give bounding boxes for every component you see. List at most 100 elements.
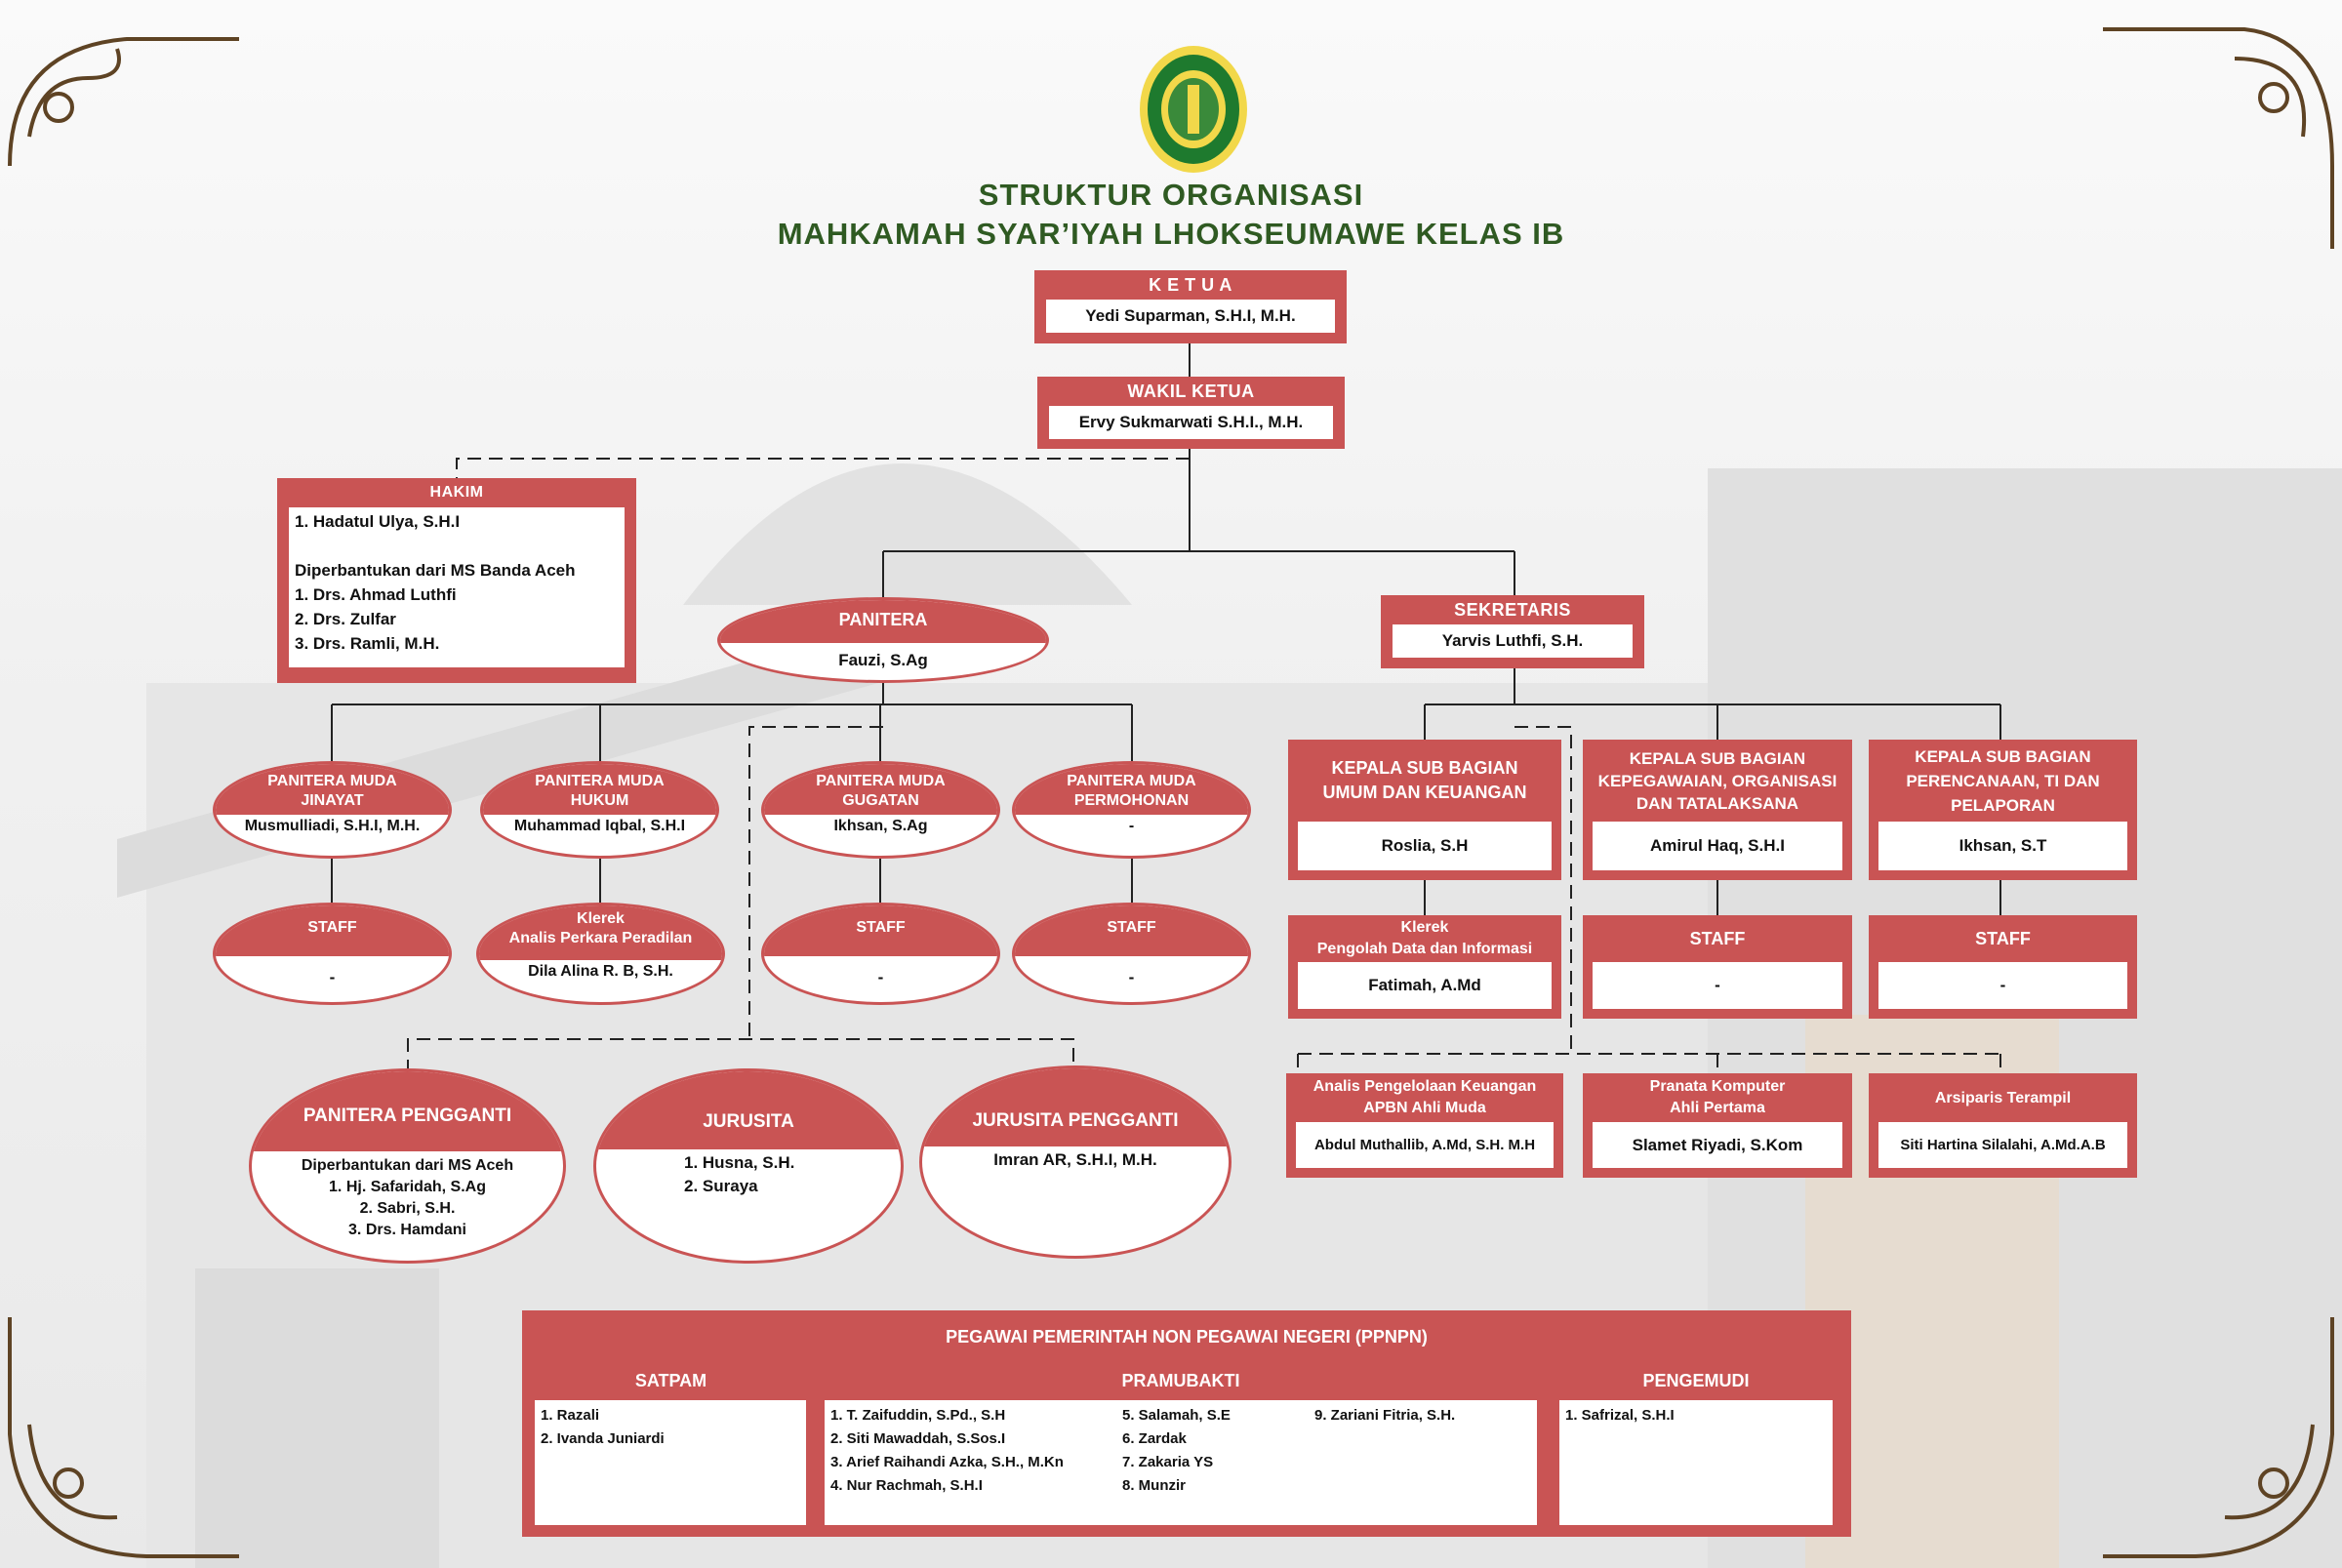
hakim-line bbox=[295, 534, 619, 558]
ornament-icon bbox=[8, 37, 239, 167]
lower-line: Imran AR, S.H.I, M.H. bbox=[993, 1150, 1157, 1169]
lower-list: Imran AR, S.H.I, M.H. bbox=[922, 1146, 1229, 1172]
list-item: 8. Munzir bbox=[1122, 1477, 1187, 1494]
list-item: 1. T. Zaifuddin, S.Pd., S.H bbox=[830, 1407, 1006, 1424]
wakil-ketua-title: WAKIL KETUA bbox=[1127, 382, 1255, 401]
hakim-list: 1. Hadatul Ulya, S.H.I Diperbantukan dar… bbox=[289, 507, 625, 667]
panitera-muda-jinayat-node: PANITERA MUDA JINAYAT Musmulliadi, S.H.I… bbox=[213, 761, 452, 859]
ketua-title: K E T U A bbox=[1149, 275, 1232, 295]
pranata-komputer-box: Pranata Komputer Ahli Pertama Slamet Riy… bbox=[1583, 1073, 1852, 1178]
pengemudi-list: 1. Safrizal, S.H.I bbox=[1559, 1400, 1833, 1525]
hakim-box: HAKIM 1. Hadatul Ulya, S.H.I Diperbantuk… bbox=[277, 478, 636, 683]
sekretaris-title: SEKRETARIS bbox=[1454, 600, 1571, 620]
panitera-muda-hukum-node: PANITERA MUDA HUKUM Muhammad Iqbal, S.H.… bbox=[480, 761, 719, 859]
kasub-name: Ikhsan, S.T bbox=[1878, 822, 2127, 870]
lower-line: 2. Sabri, S.H. bbox=[359, 1200, 456, 1217]
list-item: 4. Nur Rachmah, S.H.I bbox=[830, 1477, 983, 1494]
ppnpn-title: PEGAWAI PEMERINTAH NON PEGAWAI NEGERI (P… bbox=[946, 1327, 1428, 1347]
lower-list: Diperbantukan dari MS Aceh 1. Hj. Safari… bbox=[252, 1151, 563, 1241]
list-item: 6. Zardak bbox=[1122, 1430, 1187, 1447]
kasub-name: Amirul Haq, S.H.I bbox=[1593, 822, 1842, 870]
kasub-title: KEPALA SUB BAGIAN PERENCANAAN, TI DAN PE… bbox=[1906, 746, 2100, 815]
list-item: 5. Salamah, S.E bbox=[1122, 1407, 1231, 1424]
satpam-label: SATPAM bbox=[634, 1371, 707, 1390]
analis-keuangan-box: Analis Pengelolaan Keuangan APBN Ahli Mu… bbox=[1286, 1073, 1563, 1178]
fungsional-name: Siti Hartina Silalahi, A.Md.A.B bbox=[1878, 1122, 2127, 1168]
panitera-muda-permohonan-node: PANITERA MUDA PERMOHONAN - bbox=[1012, 761, 1251, 859]
pramubakti-list: 1. T. Zaifuddin, S.Pd., S.H 2. Siti Mawa… bbox=[825, 1400, 1537, 1525]
ornament-icon bbox=[8, 1317, 239, 1558]
lower-line: 3. Drs. Hamdani bbox=[348, 1222, 466, 1238]
staff-kepegawaian-box: STAFF - bbox=[1583, 915, 1852, 1019]
kasub-kepegawaian-box: KEPALA SUB BAGIAN KEPEGAWAIAN, ORGANISAS… bbox=[1583, 740, 1852, 880]
fungsional-title: Pranata Komputer Ahli Pertama bbox=[1649, 1078, 1786, 1116]
sekretaris-name: Yarvis Luthfi, S.H. bbox=[1393, 624, 1633, 658]
lower-line: Diperbantukan dari MS Aceh bbox=[301, 1157, 514, 1174]
page-subtitle: MAHKAMAH SYAR’IYAH LHOKSEUMAWE KELAS IB bbox=[777, 217, 1565, 251]
fungsional-name: Abdul Muthallib, A.Md, S.H. M.H bbox=[1296, 1122, 1554, 1168]
kasub-perencanaan-box: KEPALA SUB BAGIAN PERENCANAAN, TI DAN PE… bbox=[1869, 740, 2137, 880]
kasub-name: Roslia, S.H bbox=[1298, 822, 1552, 870]
staff-name: - bbox=[1128, 968, 1135, 986]
klerek-analis-node: Klerek Analis Perkara Peradilan Dila Ali… bbox=[476, 903, 725, 1005]
list-item: 9. Zariani Fitria, S.H. bbox=[1314, 1407, 1456, 1424]
list-item: 3. Arief Raihandi Azka, S.H., M.Kn bbox=[830, 1454, 1064, 1470]
arsiparis-box: Arsiparis Terampil Siti Hartina Silalahi… bbox=[1869, 1073, 2137, 1178]
fungsional-name: Slamet Riyadi, S.Kom bbox=[1593, 1122, 1842, 1168]
staff-perencanaan-box: STAFF - bbox=[1869, 915, 2137, 1019]
lower-line: 1. Husna, S.H. bbox=[684, 1153, 795, 1172]
fungsional-title: Arsiparis Terampil bbox=[1934, 1089, 2072, 1106]
lower-list: 1. Husna, S.H. 2. Suraya bbox=[596, 1149, 901, 1198]
kasub-staff-title: STAFF bbox=[1975, 928, 2031, 948]
satpam-list: 1. Razali 2. Ivanda Juniardi bbox=[535, 1400, 806, 1525]
panitera-pengganti-node: PANITERA PENGGANTI Diperbantukan dari MS… bbox=[249, 1068, 566, 1264]
sekretaris-box: SEKRETARIS Yarvis Luthfi, S.H. bbox=[1381, 595, 1644, 668]
list-item: 1. Razali bbox=[541, 1407, 600, 1424]
page-title: STRUKTUR ORGANISASI bbox=[978, 178, 1364, 212]
staff-name: - bbox=[329, 968, 336, 986]
list-item: 7. Zakaria YS bbox=[1122, 1454, 1214, 1470]
hakim-line: 1. Hadatul Ulya, S.H.I bbox=[295, 512, 461, 531]
ketua-box: K E T U A Yedi Suparman, S.H.I, M.H. bbox=[1034, 270, 1347, 343]
wakil-ketua-box: WAKIL KETUA Ervy Sukmarwati S.H.I., M.H. bbox=[1037, 377, 1345, 449]
panitera-node: PANITERA Fauzi, S.Ag bbox=[717, 597, 1049, 683]
list-item: 1. Safrizal, S.H.I bbox=[1565, 1407, 1675, 1424]
lower-line: 1. Hj. Safaridah, S.Ag bbox=[329, 1179, 486, 1195]
pengemudi-label: PENGEMUDI bbox=[1642, 1371, 1750, 1390]
klerek-pengolah-box: Klerek Pengolah Data dan Informasi Fatim… bbox=[1288, 915, 1561, 1019]
court-emblem-icon bbox=[1140, 46, 1247, 173]
hakim-line: 3. Drs. Ramli, M.H. bbox=[295, 634, 440, 653]
kasub-title: KEPALA SUB BAGIAN UMUM DAN KEUANGAN bbox=[1322, 758, 1527, 802]
hakim-title: HAKIM bbox=[429, 484, 484, 501]
kasub-title: KEPALA SUB BAGIAN KEPEGAWAIAN, ORGANISAS… bbox=[1597, 748, 1837, 813]
staff-name: Dila Alina R. B, S.H. bbox=[528, 963, 673, 980]
pm-name: Ikhsan, S.Ag bbox=[833, 818, 928, 834]
staff-permohonan-node: STAFF - bbox=[1012, 903, 1251, 1005]
kasub-staff-name: - bbox=[1878, 962, 2127, 1009]
kasub-staff-name: - bbox=[1593, 962, 1842, 1009]
pm-name: Muhammad Iqbal, S.H.I bbox=[513, 818, 686, 834]
list-item: 2. Ivanda Juniardi bbox=[541, 1430, 665, 1447]
hakim-line: Diperbantukan dari MS Banda Aceh bbox=[295, 561, 576, 580]
fungsional-title: Analis Pengelolaan Keuangan APBN Ahli Mu… bbox=[1312, 1078, 1537, 1116]
staff-name: - bbox=[877, 968, 884, 986]
ornament-icon bbox=[2103, 1317, 2334, 1558]
hakim-line: 1. Drs. Ahmad Luthfi bbox=[295, 585, 457, 604]
jurusita-node: JURUSITA 1. Husna, S.H. 2. Suraya bbox=[593, 1068, 904, 1264]
list-item: 2. Siti Mawaddah, S.Sos.I bbox=[830, 1430, 1006, 1447]
ketua-name: Yedi Suparman, S.H.I, M.H. bbox=[1046, 300, 1335, 333]
pramubakti-label: PRAMUBAKTI bbox=[1121, 1371, 1240, 1390]
hakim-line: 2. Drs. Zulfar bbox=[295, 610, 396, 628]
kasub-staff-name: Fatimah, A.Md bbox=[1298, 962, 1552, 1009]
panitera-muda-gugatan-node: PANITERA MUDA GUGATAN Ikhsan, S.Ag bbox=[761, 761, 1000, 859]
staff-gugatan-node: STAFF - bbox=[761, 903, 1000, 1005]
wakil-ketua-name: Ervy Sukmarwati S.H.I., M.H. bbox=[1049, 406, 1333, 439]
kasub-umum-box: KEPALA SUB BAGIAN UMUM DAN KEUANGAN Rosl… bbox=[1288, 740, 1561, 880]
ornament-icon bbox=[2103, 27, 2334, 249]
pm-name: - bbox=[1128, 818, 1135, 834]
kasub-staff-title: Klerek Pengolah Data dan Informasi bbox=[1316, 919, 1533, 957]
jurusita-pengganti-node: JURUSITA PENGGANTI Imran AR, S.H.I, M.H. bbox=[919, 1065, 1232, 1259]
panitera-name: Fauzi, S.Ag bbox=[838, 651, 928, 669]
lower-line: 2. Suraya bbox=[684, 1177, 758, 1195]
